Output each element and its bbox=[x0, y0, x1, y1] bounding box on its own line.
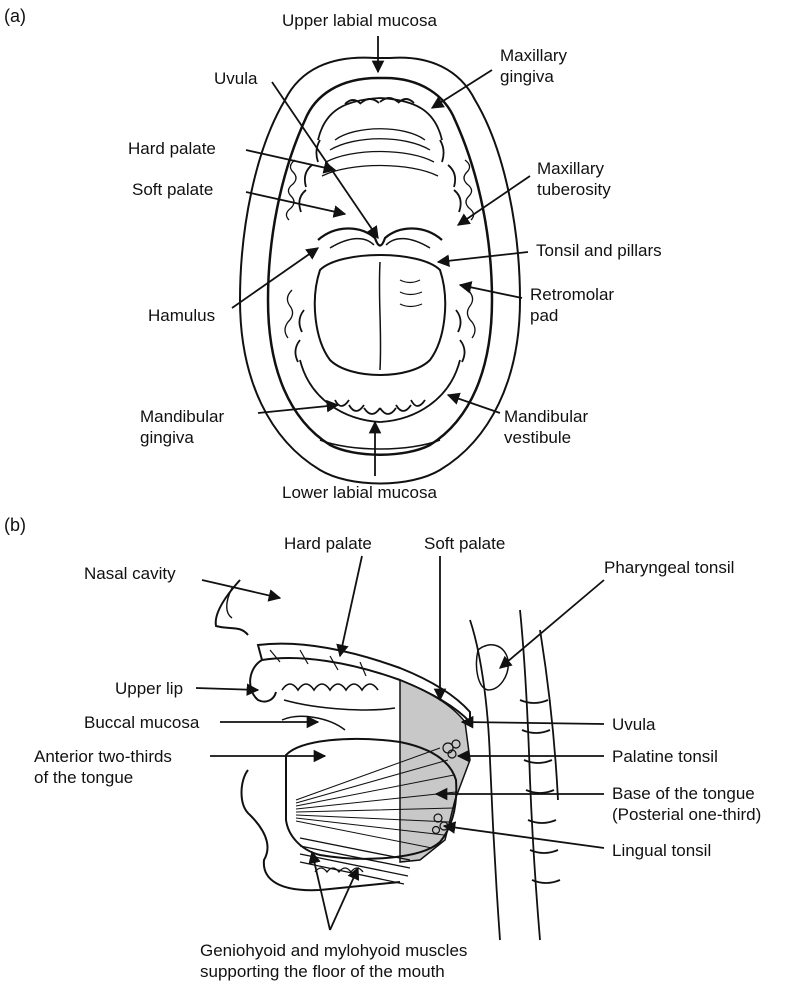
leader-b-upper-lip bbox=[196, 688, 258, 690]
label-b-palatine-tonsil: Palatine tonsil bbox=[612, 746, 718, 767]
panel-b-tag: (b) bbox=[4, 515, 26, 536]
label-maxillary-gingiva: Maxillary gingiva bbox=[500, 45, 610, 87]
label-hamulus: Hamulus bbox=[148, 305, 215, 326]
label-tonsil-and-pillars: Tonsil and pillars bbox=[536, 240, 662, 261]
label-b-anterior-tongue: Anterior two-thirds of the tongue bbox=[34, 746, 214, 788]
label-upper-labial-mucosa: Upper labial mucosa bbox=[282, 10, 437, 31]
leader-b-lingual-tonsil bbox=[444, 826, 604, 848]
mouth-front-view bbox=[240, 58, 520, 484]
label-b-base-of-tongue: Base of the tongue (Posterial one-third) bbox=[612, 783, 788, 825]
label-hard-palate: Hard palate bbox=[128, 138, 216, 159]
leader-mandibular-gingiva bbox=[258, 405, 338, 413]
pharynx-spine bbox=[470, 610, 560, 940]
leader-maxillary-gingiva bbox=[432, 70, 492, 108]
label-b-nasal-cavity: Nasal cavity bbox=[84, 563, 176, 584]
label-retromolar-pad: Retromolar pad bbox=[530, 284, 640, 326]
label-soft-palate: Soft palate bbox=[132, 179, 213, 200]
panel-a-tag: (a) bbox=[4, 6, 26, 27]
leader-b-uvula bbox=[462, 722, 604, 724]
floor-muscles bbox=[300, 838, 410, 884]
label-b-upper-lip: Upper lip bbox=[115, 678, 183, 699]
label-b-buccal-mucosa: Buccal mucosa bbox=[84, 712, 199, 733]
lower-lip-jaw bbox=[242, 770, 401, 890]
label-lower-labial-mucosa: Lower labial mucosa bbox=[282, 482, 437, 503]
label-b-soft-palate: Soft palate bbox=[424, 533, 505, 554]
leader-b-pharyngeal-tonsil bbox=[500, 580, 604, 668]
palate-rugae bbox=[322, 129, 438, 176]
leader-soft-palate bbox=[246, 192, 345, 214]
leader-hamulus bbox=[232, 248, 318, 308]
label-b-muscles: Geniohyoid and mylohyoid muscles support… bbox=[200, 940, 540, 982]
leader-mandibular-vestibule bbox=[448, 395, 500, 413]
label-b-hard-palate: Hard palate bbox=[284, 533, 372, 554]
label-b-lingual-tonsil: Lingual tonsil bbox=[612, 840, 711, 861]
upper-teeth-side bbox=[282, 684, 395, 710]
leader-b-muscles-2 bbox=[330, 868, 358, 930]
label-b-uvula: Uvula bbox=[612, 714, 655, 735]
soft-palate-arch bbox=[318, 228, 442, 245]
leader-maxillary-tuberosity bbox=[458, 176, 530, 225]
label-uvula: Uvula bbox=[214, 68, 257, 89]
label-maxillary-tuberosity: Maxillary tuberosity bbox=[537, 158, 647, 200]
sagittal-section bbox=[216, 580, 560, 940]
label-mandibular-gingiva: Mandibular gingiva bbox=[140, 406, 260, 448]
upper-lip bbox=[250, 660, 276, 702]
leader-b-nasal-cavity bbox=[202, 580, 280, 598]
leader-b-hard-palate bbox=[340, 556, 362, 656]
tongue bbox=[315, 255, 445, 375]
upper-teeth bbox=[299, 98, 460, 212]
leader-tonsil-pillars bbox=[438, 252, 528, 262]
label-mandibular-vestibule: Mandibular vestibule bbox=[504, 406, 624, 448]
label-b-pharyngeal-tonsil: Pharyngeal tonsil bbox=[604, 557, 734, 578]
